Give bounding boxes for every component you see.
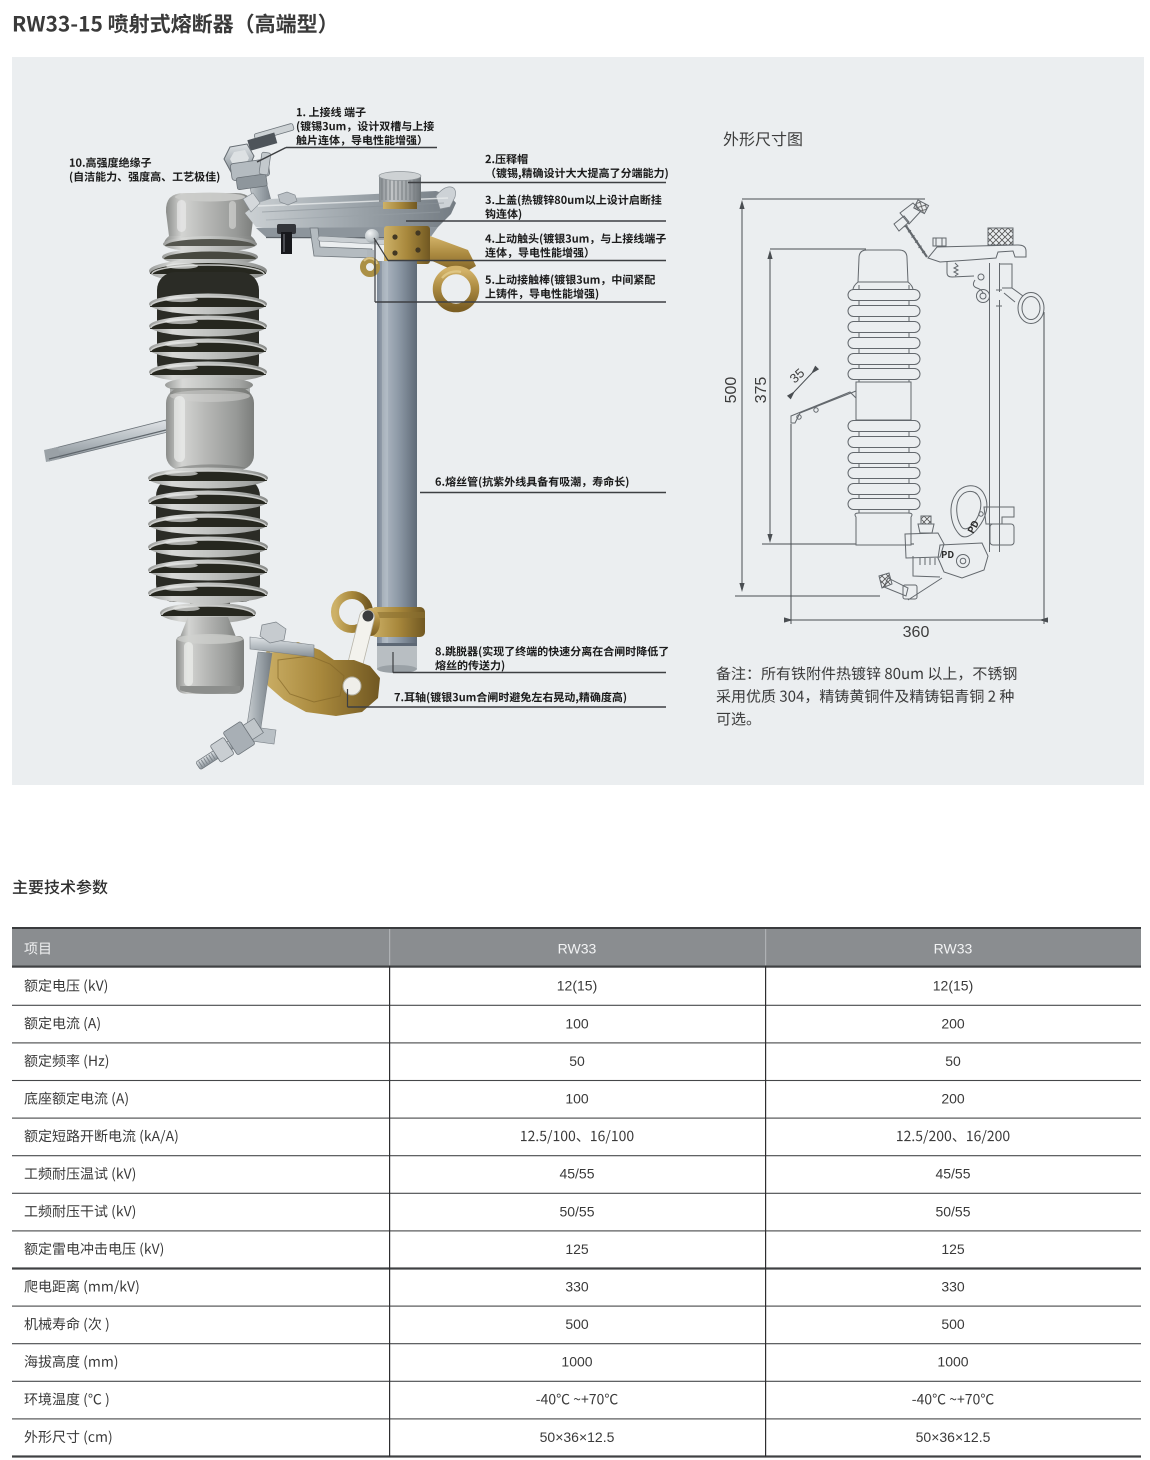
svg-text:RW33: RW33 <box>558 941 597 957</box>
svg-text:50/55: 50/55 <box>935 1203 970 1219</box>
svg-text:45/55: 45/55 <box>935 1166 970 1182</box>
svg-text:200: 200 <box>941 1015 965 1031</box>
svg-text:50×36×12.5: 50×36×12.5 <box>916 1429 991 1445</box>
svg-text:50×36×12.5: 50×36×12.5 <box>540 1429 615 1445</box>
svg-text:100: 100 <box>565 1091 589 1107</box>
svg-text:1000: 1000 <box>561 1354 592 1370</box>
svg-text:12(15): 12(15) <box>933 978 973 994</box>
svg-text:200: 200 <box>941 1091 965 1107</box>
svg-text:1000: 1000 <box>937 1354 968 1370</box>
svg-text:500: 500 <box>723 377 740 404</box>
svg-text:50: 50 <box>569 1053 585 1069</box>
svg-text:12(15): 12(15) <box>557 978 597 994</box>
svg-text:500: 500 <box>565 1316 589 1332</box>
svg-text:RW33: RW33 <box>934 941 973 957</box>
svg-text:500: 500 <box>941 1316 965 1332</box>
svg-text:100: 100 <box>565 1015 589 1031</box>
svg-text:330: 330 <box>565 1279 589 1295</box>
svg-text:50: 50 <box>945 1053 961 1069</box>
svg-text:50/55: 50/55 <box>559 1203 594 1219</box>
svg-text:375: 375 <box>753 377 770 404</box>
svg-text:45/55: 45/55 <box>559 1166 594 1182</box>
svg-text:330: 330 <box>941 1279 965 1295</box>
svg-text:360: 360 <box>903 624 930 641</box>
svg-text:125: 125 <box>941 1241 965 1257</box>
svg-text:125: 125 <box>565 1241 589 1257</box>
